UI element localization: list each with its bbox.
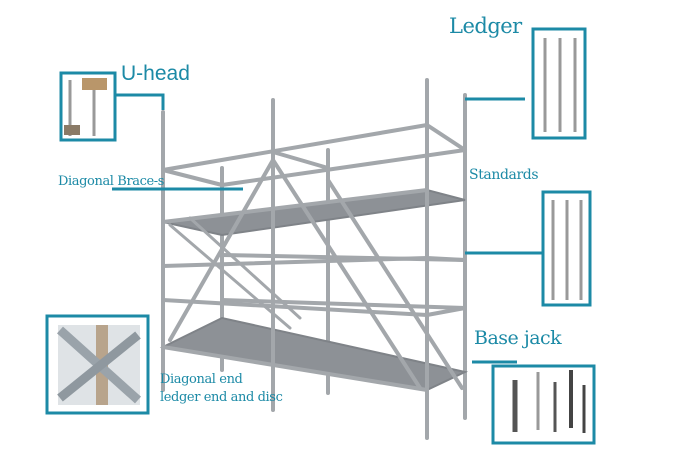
base-jack-label: Base jack (474, 327, 562, 349)
ledger-label: Ledger (449, 14, 522, 38)
scaffold-frame (159, 78, 469, 440)
diagonal-brace-label: Diagonal Brace-s (58, 174, 165, 189)
callout-lines (45, 27, 596, 445)
standards-label: Standards (469, 167, 539, 183)
diagonal-end-label-line2: ledger end and disc (160, 390, 283, 405)
thumbnail-parts (56, 38, 586, 433)
u-head-label: U-head (121, 62, 190, 85)
diagonal-end-label-line1: Diagonal end (160, 372, 243, 387)
